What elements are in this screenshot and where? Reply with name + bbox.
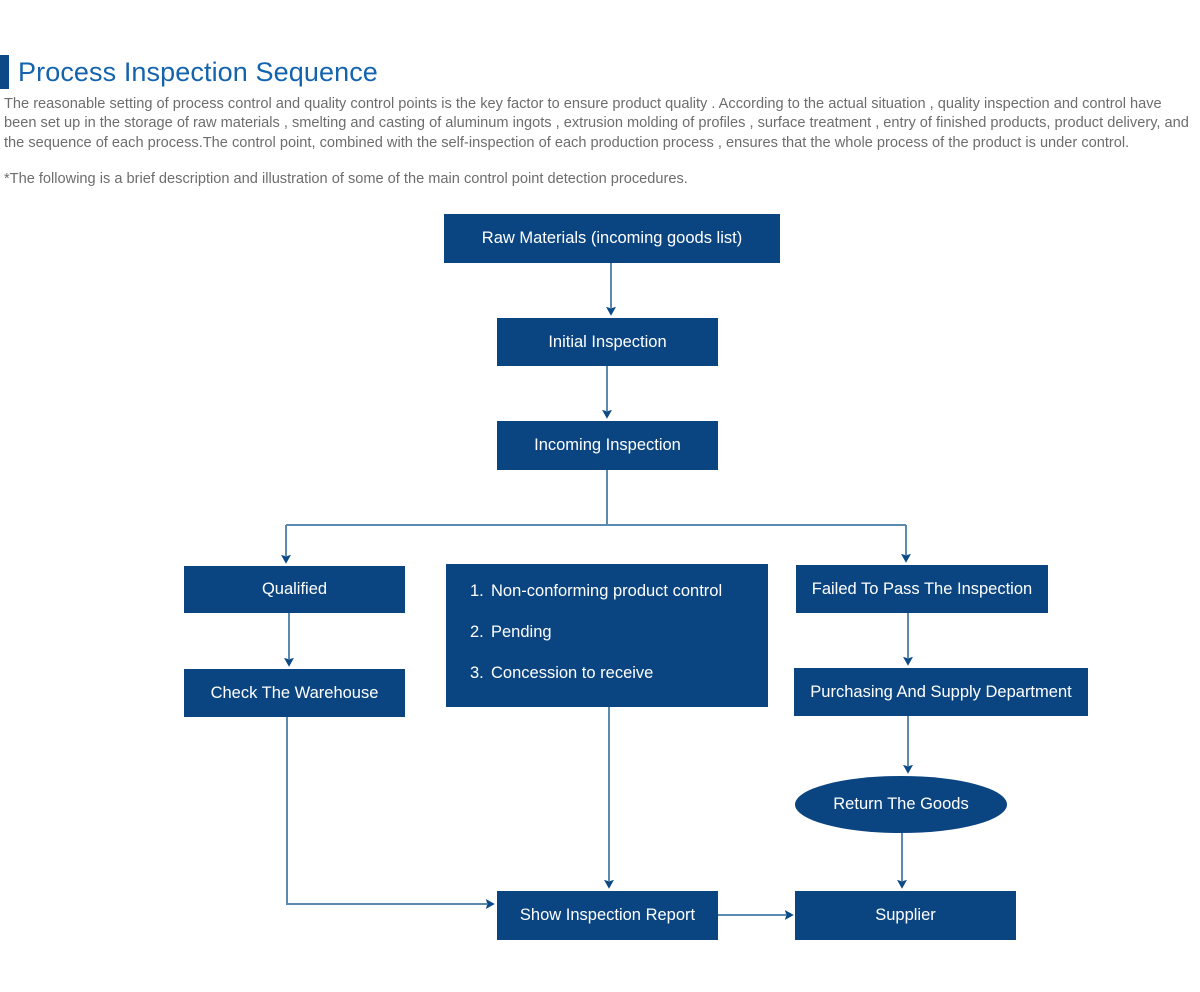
page-title: Process Inspection Sequence	[18, 57, 378, 87]
intro-paragraph: The reasonable setting of process contro…	[4, 96, 1189, 151]
node-qualified[interactable]: Qualified	[184, 566, 405, 613]
title-accent-bar	[0, 55, 9, 89]
node-return-the-goods[interactable]: Return The Goods	[795, 776, 1007, 833]
page-title-row: Process Inspection Sequence	[0, 55, 378, 89]
disposition-item-1-number: 1.	[470, 582, 484, 600]
disposition-item-3-number: 3.	[470, 663, 484, 682]
node-disposition-list[interactable]: 1. Non-conforming product control 2. Pendi…	[446, 564, 768, 707]
disposition-item-2-label: Pending	[491, 622, 552, 641]
disposition-item-1-label: Non-conforming product control	[491, 582, 723, 600]
disposition-item-3-label: Concession to receive	[491, 663, 654, 682]
intro-note: *The following is a brief description an…	[4, 171, 688, 187]
disposition-item-2: 2. Pending	[470, 623, 768, 643]
node-failed-inspection[interactable]: Failed To Pass The Inspection	[796, 565, 1048, 613]
node-supplier[interactable]: Supplier	[795, 891, 1016, 940]
node-incoming-inspection[interactable]: Incoming Inspection	[497, 421, 718, 470]
connector-warehouse-to-report	[286, 717, 495, 909]
node-show-inspection-report[interactable]: Show Inspection Report	[497, 891, 718, 940]
node-check-warehouse[interactable]: Check The Warehouse	[184, 669, 405, 717]
node-raw-materials[interactable]: Raw Materials (incoming goods list)	[444, 214, 780, 263]
disposition-item-2-number: 2.	[470, 622, 484, 641]
disposition-item-3: 3. Concession to receive	[470, 664, 768, 684]
node-initial-inspection[interactable]: Initial Inspection	[497, 318, 718, 366]
disposition-item-1: 1. Non-conforming product control	[470, 582, 768, 602]
node-purchasing-department[interactable]: Purchasing And Supply Department	[794, 668, 1088, 716]
